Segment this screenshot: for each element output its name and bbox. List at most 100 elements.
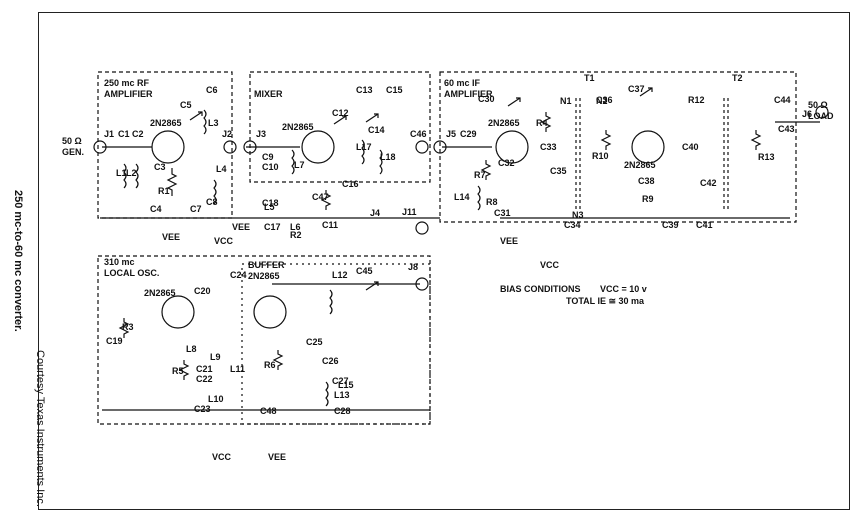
designator-c20: C20 bbox=[194, 286, 211, 296]
buffer-label-1: BUFFER bbox=[248, 260, 285, 270]
designator-c39: C39 bbox=[662, 220, 679, 230]
designator-l5: L5 bbox=[264, 202, 275, 212]
designator-c24: C24 bbox=[230, 270, 247, 280]
transistor-mixer bbox=[301, 130, 335, 164]
if-amplifier-label-1: 60 mc IF bbox=[444, 78, 481, 88]
gen-impedance: 50 Ω bbox=[62, 136, 82, 146]
jack-j5 bbox=[433, 140, 447, 154]
trimmer-c5 bbox=[189, 111, 203, 121]
designator-n1: N1 bbox=[560, 96, 572, 106]
designator-l8: L8 bbox=[186, 344, 197, 354]
designator-j1: J1 bbox=[104, 129, 114, 139]
designator-c15: C15 bbox=[386, 85, 403, 95]
designator-c7: C7 bbox=[190, 204, 202, 214]
designator-l2: L2 bbox=[126, 168, 137, 178]
inductor-l13 bbox=[325, 381, 329, 407]
resistor-r3 bbox=[118, 318, 130, 338]
designator-c29: C29 bbox=[460, 129, 477, 139]
trimmer-c30 bbox=[507, 97, 521, 107]
designator-c2: C2 bbox=[132, 129, 144, 139]
vee-label-rf: VEE bbox=[162, 232, 180, 242]
designator-c33: C33 bbox=[540, 142, 557, 152]
vee-label-if: VEE bbox=[500, 236, 518, 246]
designator-l15: L15 bbox=[338, 380, 354, 390]
mixer-label: MIXER bbox=[254, 89, 283, 99]
designator-c47: C47 bbox=[312, 192, 329, 202]
designator-c35: C35 bbox=[550, 166, 567, 176]
designator-c13: C13 bbox=[356, 85, 373, 95]
load-label: LOAD bbox=[808, 111, 834, 121]
transistor-if2 bbox=[631, 130, 665, 164]
gen-label: GEN. bbox=[62, 147, 84, 157]
resistor-r2 bbox=[320, 190, 332, 210]
designator-c11: C11 bbox=[322, 220, 338, 230]
jack-j1 bbox=[93, 140, 107, 154]
trimmer-c45 bbox=[365, 281, 379, 291]
transistor-lo bbox=[161, 295, 195, 329]
jack-j11 bbox=[415, 221, 429, 235]
designator-r8: R8 bbox=[486, 197, 498, 207]
if-amplifier-block bbox=[439, 71, 797, 223]
designator-l10: L10 bbox=[208, 394, 224, 404]
designator-j8: J8 bbox=[408, 262, 418, 272]
designator-j4: J4 bbox=[370, 208, 380, 218]
local-osc-block bbox=[97, 255, 431, 425]
designator-c22: C22 bbox=[196, 374, 213, 384]
inductor-l5 bbox=[291, 149, 295, 175]
inductor-l3 bbox=[203, 109, 207, 135]
designator-c41: C41 bbox=[696, 220, 713, 230]
designator-r7: R7 bbox=[474, 170, 486, 180]
resistor-r1 bbox=[166, 168, 178, 196]
transistor-buffer bbox=[253, 295, 287, 329]
designator-c40: C40 bbox=[682, 142, 699, 152]
inductor-l2 bbox=[135, 163, 139, 189]
designator-t1: T1 bbox=[584, 73, 595, 83]
designator-r5: R5 bbox=[172, 366, 184, 376]
figure-frame bbox=[38, 12, 850, 510]
trimmer-c12 bbox=[333, 115, 347, 125]
resistor-r13 bbox=[750, 130, 762, 150]
buffer-block bbox=[241, 263, 431, 425]
transistor-lo-label: 2N2865 bbox=[144, 288, 176, 298]
designator-c48: C48 bbox=[260, 406, 277, 416]
designator-r6: R6 bbox=[264, 360, 276, 370]
designator-r10: R10 bbox=[592, 151, 609, 161]
trimmer-c14 bbox=[365, 113, 379, 123]
designator-c21: C21 bbox=[196, 364, 213, 374]
designator-c3: C3 bbox=[154, 162, 166, 172]
mixer-block bbox=[249, 71, 431, 183]
designator-c36: C36 bbox=[596, 95, 613, 105]
resistor-r7 bbox=[480, 160, 492, 180]
designator-l9: L9 bbox=[210, 352, 221, 362]
vcc-label-lo: VCC bbox=[212, 452, 232, 462]
designator-l1: L1 bbox=[116, 168, 127, 178]
designator-c32: C32 bbox=[498, 158, 515, 168]
designator-l4: L4 bbox=[216, 164, 227, 174]
transformer-t2-core bbox=[723, 98, 729, 212]
designator-l14: L14 bbox=[454, 192, 470, 202]
designator-t2: T2 bbox=[732, 73, 743, 83]
jack-j6 bbox=[815, 105, 829, 119]
jack-j4 bbox=[415, 140, 429, 154]
designator-r9: R9 bbox=[642, 194, 654, 204]
transistor-rf-label: 2N2865 bbox=[150, 118, 182, 128]
designator-j6: J6 bbox=[802, 109, 812, 119]
designator-c34: C34 bbox=[564, 220, 581, 230]
if-amplifier-label-2: AMPLIFIER bbox=[444, 89, 493, 99]
resistor-r5 bbox=[178, 360, 190, 380]
local-osc-label-2: LOCAL OSC. bbox=[104, 268, 159, 278]
designator-j11: J11 bbox=[402, 207, 417, 217]
inductor-l14 bbox=[477, 185, 481, 211]
resistor-r10 bbox=[600, 130, 612, 150]
designator-l17: L17 bbox=[356, 142, 372, 152]
transformer-t1-core bbox=[575, 98, 581, 212]
bias-total-ie: TOTAL IE ≅ 30 ma bbox=[566, 296, 645, 306]
designator-l12: L12 bbox=[332, 270, 348, 280]
designator-r1: R1 bbox=[158, 186, 170, 196]
designator-r4: R4 bbox=[536, 118, 548, 128]
designator-c42: C42 bbox=[700, 178, 717, 188]
designator-c5: C5 bbox=[180, 100, 192, 110]
resistor-r4 bbox=[540, 112, 552, 132]
designator-c8: C8 bbox=[206, 197, 218, 207]
designator-c30: C30 bbox=[478, 94, 495, 104]
